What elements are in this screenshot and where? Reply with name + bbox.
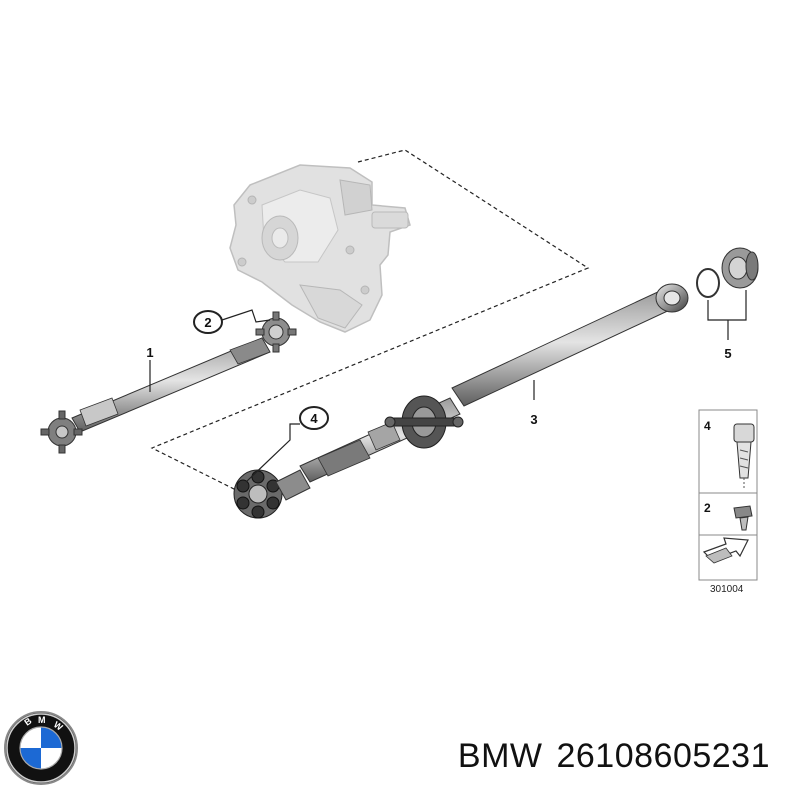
diagram-code: 301004 xyxy=(710,584,744,595)
front-propeller-shaft xyxy=(40,311,297,454)
part-caption: BMW 26108605231 xyxy=(458,737,770,776)
transfer-case-illustration xyxy=(229,164,411,333)
callout-part-4: 4 xyxy=(299,406,329,430)
svg-text:B: B xyxy=(22,715,33,727)
screw-icon xyxy=(733,505,753,531)
leader-lines xyxy=(149,290,747,483)
callout-part-5: 5 xyxy=(724,346,731,361)
direction-arrow-icon xyxy=(702,537,749,564)
brand-name: BMW xyxy=(457,737,543,775)
callout-part-2-label: 2 xyxy=(204,315,211,330)
callout-part-4-label: 4 xyxy=(310,411,318,426)
svg-text:M: M xyxy=(38,715,46,725)
assembly-dashed-bracket xyxy=(150,149,590,493)
part-number: 26108605231 xyxy=(556,737,770,775)
callout-part-1: 1 xyxy=(146,345,153,360)
legend-item-4-number: 4 xyxy=(704,419,711,433)
seal-ring-parts xyxy=(696,247,759,298)
callout-part-2: 2 xyxy=(193,310,223,334)
bmw-logo: B M W xyxy=(4,711,78,785)
legend-item-2-number: 2 xyxy=(704,501,711,515)
bolt-icon xyxy=(733,423,755,488)
rear-propeller-shaft xyxy=(233,283,689,519)
callout-part-3: 3 xyxy=(530,412,537,427)
fastener-legend-box: 4 2 xyxy=(698,409,758,581)
